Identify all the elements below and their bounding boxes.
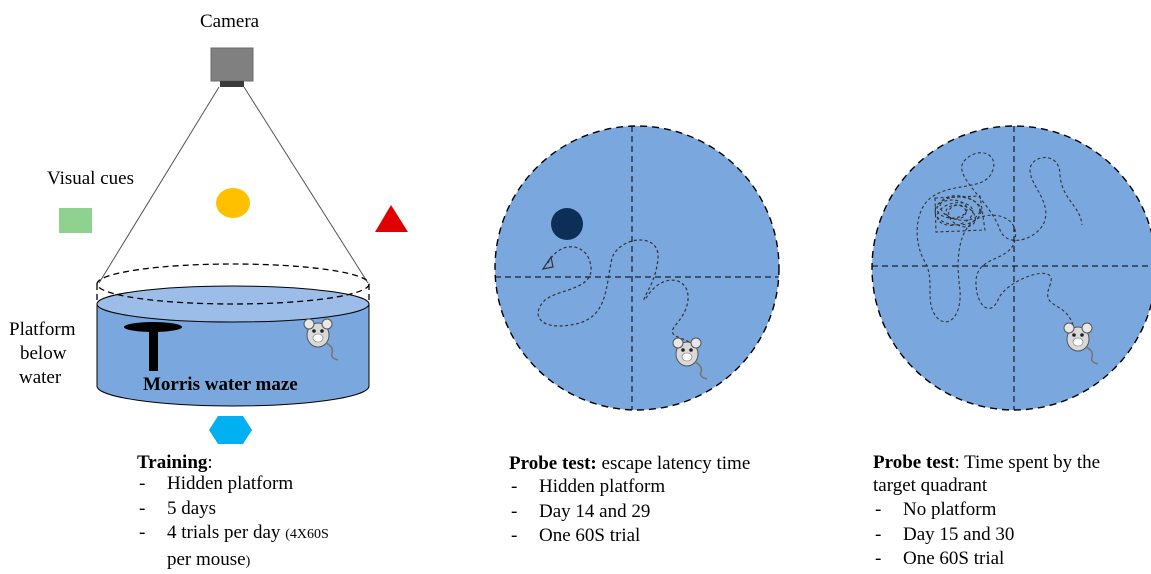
camera-field-of-view <box>99 87 368 283</box>
yellow-cue-circle <box>216 188 250 218</box>
camera-label: Camera <box>200 10 259 34</box>
maze-label: Morris water maze <box>143 373 298 397</box>
list-item: Day 14 and 29 <box>509 500 665 525</box>
probe1-list: Hidden platform Day 14 and 29 One 60S tr… <box>509 475 665 549</box>
probe2-subheading: target quadrant <box>873 474 987 498</box>
list-item: 4 trials per day (4X60S <box>137 521 329 548</box>
blue-cue-hexagon <box>209 416 252 444</box>
list-item: 5 days <box>137 497 329 522</box>
platform-label-line3: water <box>19 366 61 390</box>
probe-pool-2 <box>872 126 1151 410</box>
list-item-continuation: per mouse) <box>137 548 329 574</box>
list-item: Day 15 and 30 <box>873 523 1014 548</box>
platform-location-marker <box>551 208 583 240</box>
green-cue-square <box>59 208 92 233</box>
list-item: Hidden platform <box>137 472 329 497</box>
red-cue-triangle <box>375 205 408 232</box>
visual-cues-label: Visual cues <box>47 167 134 191</box>
probe2-heading: Probe test: Time spent by the <box>873 451 1100 475</box>
platform-label-line2: below <box>20 342 66 366</box>
list-item: Hidden platform <box>509 475 665 500</box>
training-list: Hidden platform 5 days 4 trials per day … <box>137 472 329 574</box>
list-item: No platform <box>873 498 1014 523</box>
list-item: One 60S trial <box>873 547 1014 572</box>
probe1-heading: Probe test: escape latency time <box>509 452 750 476</box>
probe-pool-1 <box>495 126 779 410</box>
platform-label-line1: Platform <box>9 318 76 342</box>
probe2-list: No platform Day 15 and 30 One 60S trial <box>873 498 1014 572</box>
camera-icon <box>211 48 253 87</box>
list-item: One 60S trial <box>509 524 665 549</box>
